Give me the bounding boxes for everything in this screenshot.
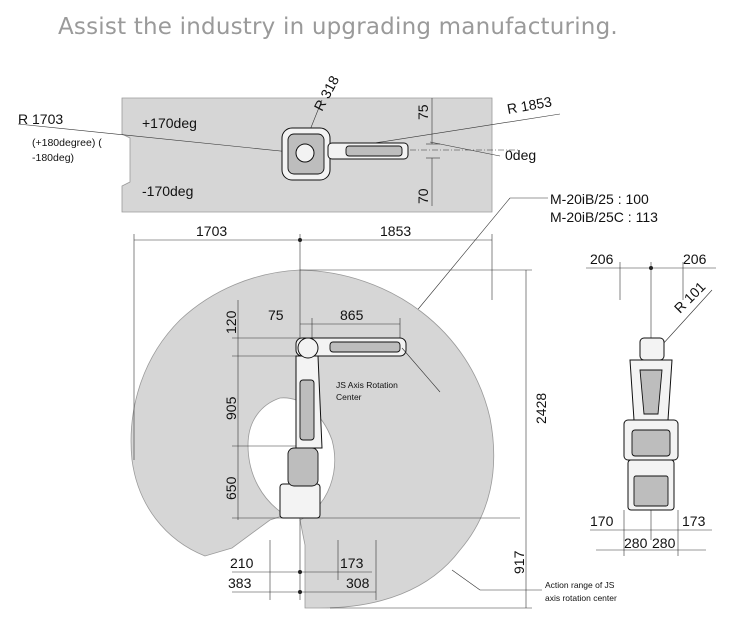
js-center-label-1: JS Axis Rotation xyxy=(336,380,398,390)
top-radius-base-label: R 1703 xyxy=(18,111,63,127)
front-bottom-left-label: 170 xyxy=(590,513,614,529)
slogan-text: Assist the industry in upgrading manufac… xyxy=(58,14,618,40)
top-dim-up-label: 75 xyxy=(415,104,431,120)
top-zero-angle-label: 0deg xyxy=(505,147,536,163)
bottom-right-label-2: 308 xyxy=(346,575,370,591)
top-plus-angle-label: +170deg xyxy=(142,115,197,131)
bottom-right-label-1: 173 xyxy=(340,555,364,571)
bottom-left-label-1: 210 xyxy=(230,555,254,571)
js-center-label-2: Center xyxy=(336,392,362,402)
top-radius-reach-label: R 1853 xyxy=(506,93,553,117)
side-below-label: 917 xyxy=(511,550,527,574)
front-bottom-right-label: 173 xyxy=(682,513,706,529)
action-range-label-1: Action range of JS xyxy=(545,580,615,590)
front-bottom-mid1-label: 280 xyxy=(624,535,648,551)
robot-front-view xyxy=(623,337,679,511)
side-wrist-label: 120 xyxy=(223,310,239,334)
front-view: 206 206 R 101 170 173 280 280 xyxy=(586,251,716,556)
robot-top-view xyxy=(281,127,409,181)
top-dim-down-label: 70 xyxy=(415,188,431,204)
model-line-1: M-20iB/25 : 100 xyxy=(550,191,649,207)
side-offset-label: 75 xyxy=(268,307,284,323)
side-height-label: 2428 xyxy=(533,393,549,424)
front-radius-label: R 101 xyxy=(671,278,709,316)
model-line-2: M-20iB/25C : 113 xyxy=(550,209,658,225)
side-view: 1703 1853 75 865 120 905 650 2428 917 xyxy=(130,223,617,609)
top-minus-angle-label: -170deg xyxy=(142,183,193,199)
top-base-note-1: (+180degree) ( xyxy=(32,137,102,149)
bottom-left-label-2: 383 xyxy=(228,575,252,591)
front-bottom-mid2-label: 280 xyxy=(652,535,676,551)
action-range-label-2: axis rotation center xyxy=(545,593,617,603)
robot-side-view xyxy=(279,337,407,519)
front-left-label: 206 xyxy=(590,251,614,267)
top-base-note-2: -180deg) xyxy=(32,152,74,164)
side-right-reach-label: 1853 xyxy=(380,223,411,239)
top-view: R 1703 (+180degree) ( -180deg) +170deg -… xyxy=(17,73,561,213)
side-upper-arm-label: 905 xyxy=(223,396,239,420)
side-left-reach-label: 1703 xyxy=(196,223,227,239)
side-base-label: 650 xyxy=(223,476,239,500)
front-right-label: 206 xyxy=(683,251,707,267)
side-arm-label: 865 xyxy=(340,307,364,323)
